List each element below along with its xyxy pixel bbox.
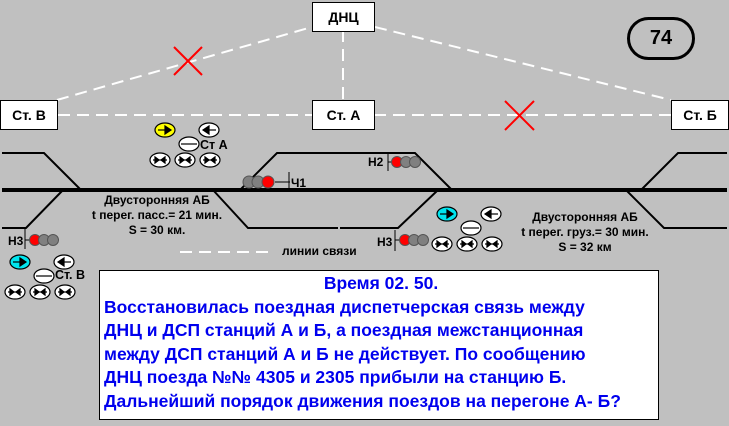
haul-right-block-type: Двусторонняя АБ [532,210,638,224]
signal-label-ch1: Ч1 [291,176,307,190]
signal-lamp [409,156,421,168]
haul-info-right: Двусторонняя АБ t перег. груз.= 30 мин. … [500,210,670,255]
panel-st-a-departure-arrow-icon[interactable] [154,122,176,138]
panel-st-a-bidirectional-arrow-icon[interactable] [149,152,171,168]
message-line: ДНЦ и ДСП станций А и Б, а поездная межс… [104,320,584,340]
panel-st-a-even-departure-arrow-icon[interactable] [436,206,458,222]
track-sta-lower-left [212,189,338,229]
panel-st-v-bidirectional-arrow-icon[interactable] [54,284,76,300]
panel-st-v-departure-arrow-icon[interactable] [9,254,31,270]
signal-ch1[interactable] [242,172,290,192]
signal-n2[interactable] [387,152,421,171]
signal-n3-left[interactable] [24,229,59,249]
haul-left-time: t перег. пасс.= 21 мин. [91,208,223,222]
panel-label-st-a: Ст А [200,138,228,152]
haul-right-time: t перег. груз.= 30 мин. [521,225,649,239]
panel-st-v-bidirectional-arrow-icon[interactable] [29,284,51,300]
panel-st-v-neutral-icon[interactable] [33,268,55,284]
message-line: Дальнейший порядок движения поездов на п… [104,390,621,411]
message-line: Восстановилась поездная диспетчерская св… [104,296,585,317]
panel-st-a-bidirectional-arrow-icon[interactable] [199,152,221,168]
broken-link-cross-right [504,100,535,131]
comm-line-dnc-stv [56,26,313,101]
panel-st-v-bidirectional-arrow-icon[interactable] [4,284,26,300]
node-dnc: ДНЦ [312,2,375,32]
node-station-a: Ст. А [312,100,375,130]
panel-st-a-even-bidirectional-arrow-icon[interactable] [481,236,503,252]
panel-st-v-arrival-arrow-icon[interactable] [53,254,75,270]
message-line: ДНЦ поезда №№ 4305 и 2305 прибыли на ста… [104,367,567,387]
track-sta-lower-right [340,189,439,229]
node-station-v: Ст. В [0,100,58,130]
comm-line-dnc-stb [374,26,672,101]
slide-number-badge: 74 [627,17,695,60]
panel-st-a-even-neutral-icon[interactable] [460,220,482,236]
panel-label-st-v: Ст. В [55,268,86,282]
track-stb-lower [625,189,727,229]
panel-st-a-arrival-arrow-icon[interactable] [198,122,220,138]
track-sta-upper [239,152,453,191]
signal-n3-right[interactable] [394,230,429,251]
panel-st-a-even-arrival-arrow-icon[interactable] [480,206,502,222]
broken-link-cross-left [173,46,203,76]
comm-lines [56,26,672,253]
track-stv-upper [2,152,82,191]
haul-left-block-type: Двусторонняя АБ [104,193,210,207]
panel-st-a-neutral-icon[interactable] [178,136,200,152]
task-message-box: Время 02. 50. Восстановилась поездная ди… [99,270,659,420]
panel-st-a-even-bidirectional-arrow-icon[interactable] [456,236,478,252]
track-stv-lower [2,189,64,229]
signal-lamp [417,234,429,246]
haul-info-left: Двусторонняя АБ t перег. пасс.= 21 мин. … [72,193,242,238]
track-stb-upper [640,152,727,191]
signal-lamp-red [261,175,275,189]
message-line: между ДСП станций А и Б не действует. По… [104,343,586,364]
signal-label-n3-right: Н3 [377,235,393,249]
signal-label-n3-left: Н3 [8,234,24,248]
signal-label-n2: Н2 [368,155,384,169]
message-time: Время 02. 50. [323,273,439,293]
haul-left-distance: S = 30 км. [128,223,186,237]
signal-lamp [47,234,59,246]
panel-st-a-even-bidirectional-arrow-icon[interactable] [431,236,453,252]
haul-right-distance: S = 32 км [558,240,612,254]
legend-comm-lines-label: линии связи [282,244,357,258]
panel-st-a-bidirectional-arrow-icon[interactable] [174,152,196,168]
node-station-b: Ст. Б [671,100,729,130]
